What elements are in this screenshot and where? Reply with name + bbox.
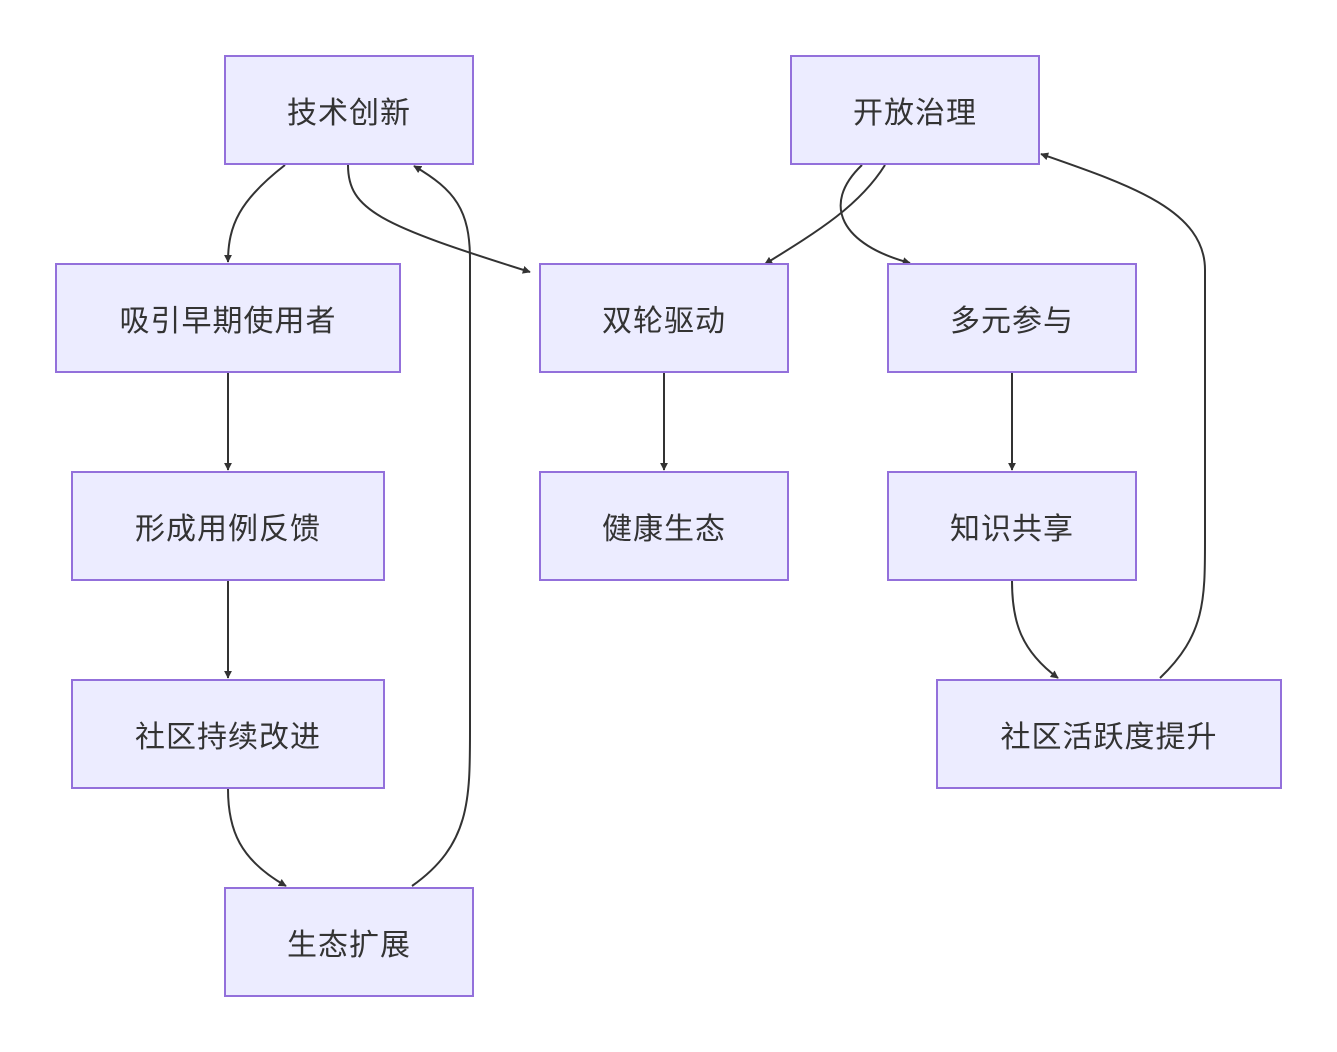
node-ecosystem-expansion[interactable]: 生态扩展 bbox=[224, 887, 474, 997]
edge-knowledge-to-activity bbox=[1011, 580, 1059, 679]
node-open-governance-label: 开放治理 bbox=[853, 96, 977, 131]
node-healthy-ecosystem-label: 健康生态 bbox=[602, 512, 726, 547]
edge-governance-to-diverse bbox=[839, 164, 911, 266]
node-attract-early-users-label: 吸引早期使用者 bbox=[119, 304, 337, 339]
node-community-improvement[interactable]: 社区持续改进 bbox=[71, 679, 385, 789]
node-diverse-participation[interactable]: 多元参与 bbox=[887, 263, 1137, 373]
node-use-case-feedback[interactable]: 形成用例反馈 bbox=[71, 471, 385, 581]
node-knowledge-sharing-label: 知识共享 bbox=[950, 512, 1074, 547]
edge-activity-to-governance bbox=[1040, 152, 1206, 679]
node-healthy-ecosystem[interactable]: 健康生态 bbox=[539, 471, 789, 581]
node-community-activity-boost[interactable]: 社区活跃度提升 bbox=[936, 679, 1282, 789]
node-open-governance[interactable]: 开放治理 bbox=[790, 55, 1040, 165]
edge-improvement-to-expansion bbox=[227, 788, 287, 887]
node-knowledge-sharing[interactable]: 知识共享 bbox=[887, 471, 1137, 581]
node-ecosystem-expansion-label: 生态扩展 bbox=[287, 928, 411, 963]
node-dual-wheel-drive[interactable]: 双轮驱动 bbox=[539, 263, 789, 373]
node-tech-innovation[interactable]: 技术创新 bbox=[224, 55, 474, 165]
node-use-case-feedback-label: 形成用例反馈 bbox=[135, 512, 321, 547]
edge-expansion-to-tech bbox=[411, 165, 471, 887]
edge-governance-to-dual-wheel bbox=[764, 164, 886, 265]
node-diverse-participation-label: 多元参与 bbox=[950, 304, 1074, 339]
node-attract-early-users[interactable]: 吸引早期使用者 bbox=[55, 263, 401, 373]
edge-tech-to-dual-wheel bbox=[347, 164, 531, 274]
node-dual-wheel-drive-label: 双轮驱动 bbox=[602, 304, 726, 339]
node-community-improvement-label: 社区持续改进 bbox=[135, 720, 321, 755]
node-tech-innovation-label: 技术创新 bbox=[287, 96, 411, 131]
edge-tech-to-early-users bbox=[224, 164, 286, 263]
node-community-activity-boost-label: 社区活跃度提升 bbox=[1000, 720, 1218, 755]
